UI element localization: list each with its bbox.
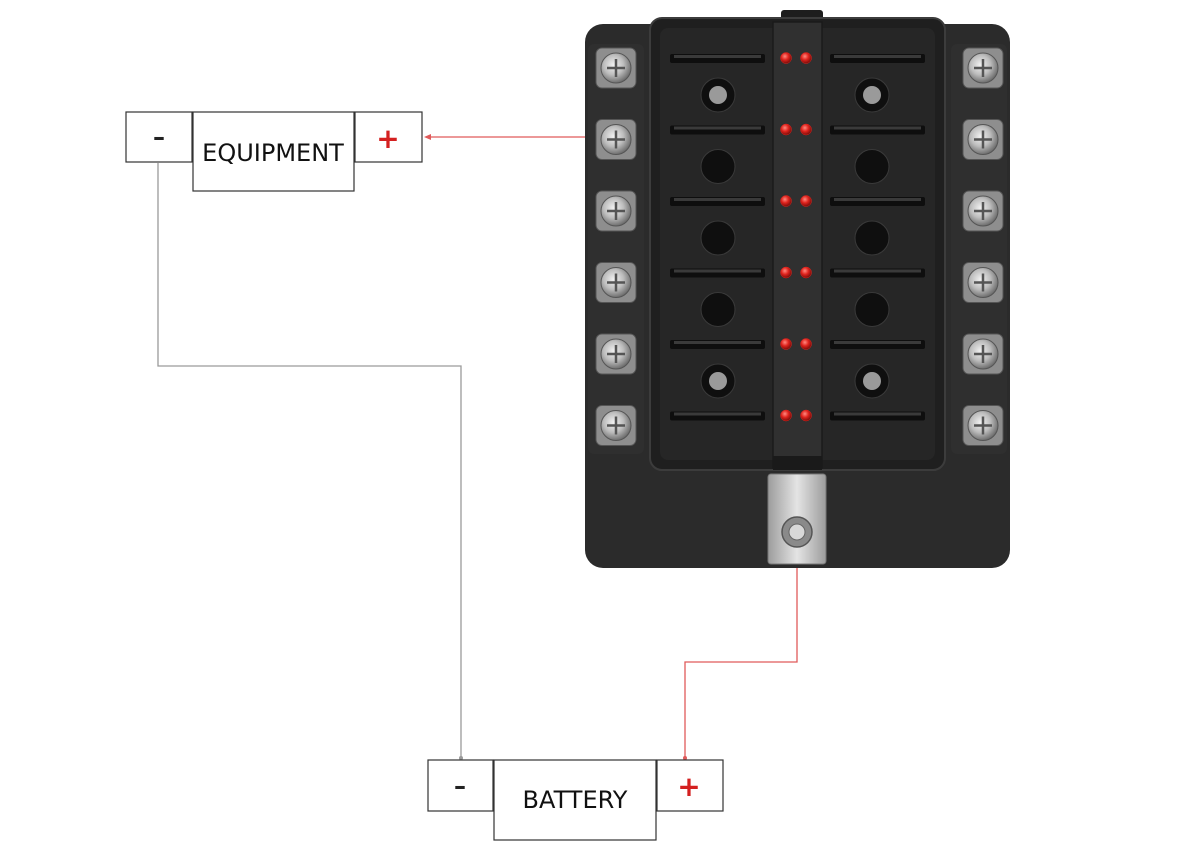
led-indicator-icon [780, 195, 792, 207]
wire-endpoint [459, 756, 463, 760]
equipment-positive-symbol: + [376, 122, 399, 155]
battery-body [493, 759, 657, 841]
fuse-port [854, 220, 890, 256]
battery-negative-symbol: – [454, 772, 466, 800]
fuse-slot-highlight [674, 126, 761, 130]
fuse-port-indicator [709, 86, 727, 104]
equipment-negative-terminal [125, 111, 193, 163]
wire-endpoint [683, 756, 687, 760]
fuse-port [700, 292, 736, 327]
fuse-slot-highlight [674, 55, 761, 58]
led-indicator-icon [800, 123, 812, 136]
fuse-port [700, 220, 736, 256]
equipment-label: EQUIPMENT [202, 139, 344, 167]
fuse-block [585, 10, 1010, 568]
fuse-port-indicator [709, 372, 727, 390]
battery-label: BATTERY [523, 786, 628, 814]
fuse-slot-highlight [674, 198, 761, 201]
led-indicator-icon [800, 266, 812, 279]
fuse-port-indicator [863, 372, 881, 390]
equipment-body [192, 111, 355, 192]
arrowhead-icon [424, 134, 431, 140]
fuse-slot-highlight [834, 412, 921, 416]
led-indicator-icon [780, 409, 792, 422]
battery-negative-terminal [427, 759, 494, 812]
fuse-slot-highlight [834, 198, 921, 201]
battery-positive-symbol: + [677, 770, 700, 803]
stud-bolt-icon [788, 523, 806, 541]
led-indicator-icon [780, 52, 792, 64]
fuse-slot-highlight [834, 341, 921, 344]
led-indicator-icon [800, 52, 812, 64]
equipment-positive-terminal [354, 111, 423, 163]
led-indicator-icon [800, 195, 812, 207]
left-terminal-strip [588, 44, 644, 454]
fuse-block-center-strip [772, 21, 823, 469]
fuse-block-bottom-tab [773, 456, 822, 470]
fuse-slot-highlight [674, 269, 761, 273]
fuse-slot-highlight [834, 55, 921, 58]
fuse-port [700, 149, 736, 184]
led-indicator-icon [800, 338, 812, 350]
led-indicator-icon [780, 338, 792, 350]
fuse-port [854, 292, 890, 327]
battery-positive-terminal [656, 759, 724, 812]
fuse-slot-highlight [834, 269, 921, 273]
right-terminal-strip [951, 44, 1007, 454]
negative-wire [157, 163, 462, 760]
positive-wire-battery-to-block [684, 532, 798, 760]
led-indicator-icon [800, 409, 812, 422]
equipment-negative-symbol: – [153, 123, 165, 151]
fuse-slot-highlight [674, 412, 761, 416]
battery-block: – BATTERY + [427, 759, 724, 841]
fuse-port [854, 149, 890, 184]
equipment-block: – EQUIPMENT + [125, 111, 423, 192]
led-indicator-icon [780, 266, 792, 279]
fuse-slot-highlight [834, 126, 921, 130]
fuse-port-indicator [863, 86, 881, 104]
fuse-slot-highlight [674, 341, 761, 344]
led-indicator-icon [780, 123, 792, 136]
